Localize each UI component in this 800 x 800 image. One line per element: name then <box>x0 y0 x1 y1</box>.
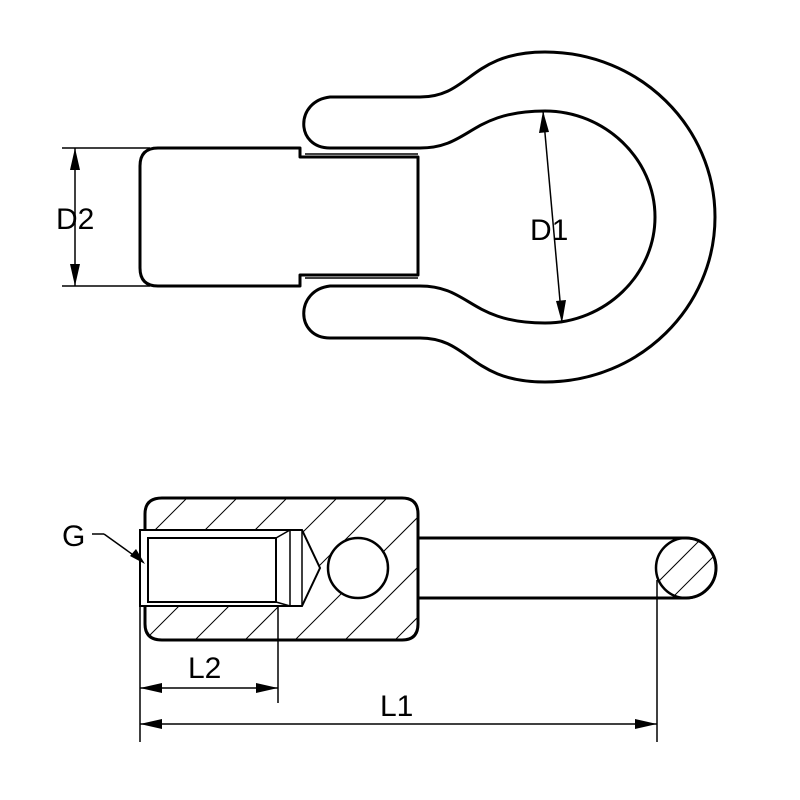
top-view: D2 D1 <box>56 50 717 384</box>
d1-dimension: D1 <box>530 110 568 324</box>
d1-label: D1 <box>530 214 568 247</box>
d2-dimension: D2 <box>56 147 150 287</box>
d2-label: D2 <box>56 203 94 236</box>
thread-minor <box>147 537 277 603</box>
g-label: G <box>62 520 85 553</box>
pin-rod <box>413 536 718 600</box>
cross-hole <box>326 536 390 600</box>
section-view: G L2 L1 <box>62 496 718 742</box>
l1-dimension: L1 <box>140 580 658 742</box>
shackle-bow <box>302 50 717 384</box>
g-callout: G <box>62 520 145 564</box>
pin-end-section <box>654 536 718 600</box>
l2-label: L2 <box>188 652 221 685</box>
pin-body <box>138 146 420 288</box>
l2-dimension: L2 <box>139 606 279 742</box>
l1-label: L1 <box>380 690 413 723</box>
